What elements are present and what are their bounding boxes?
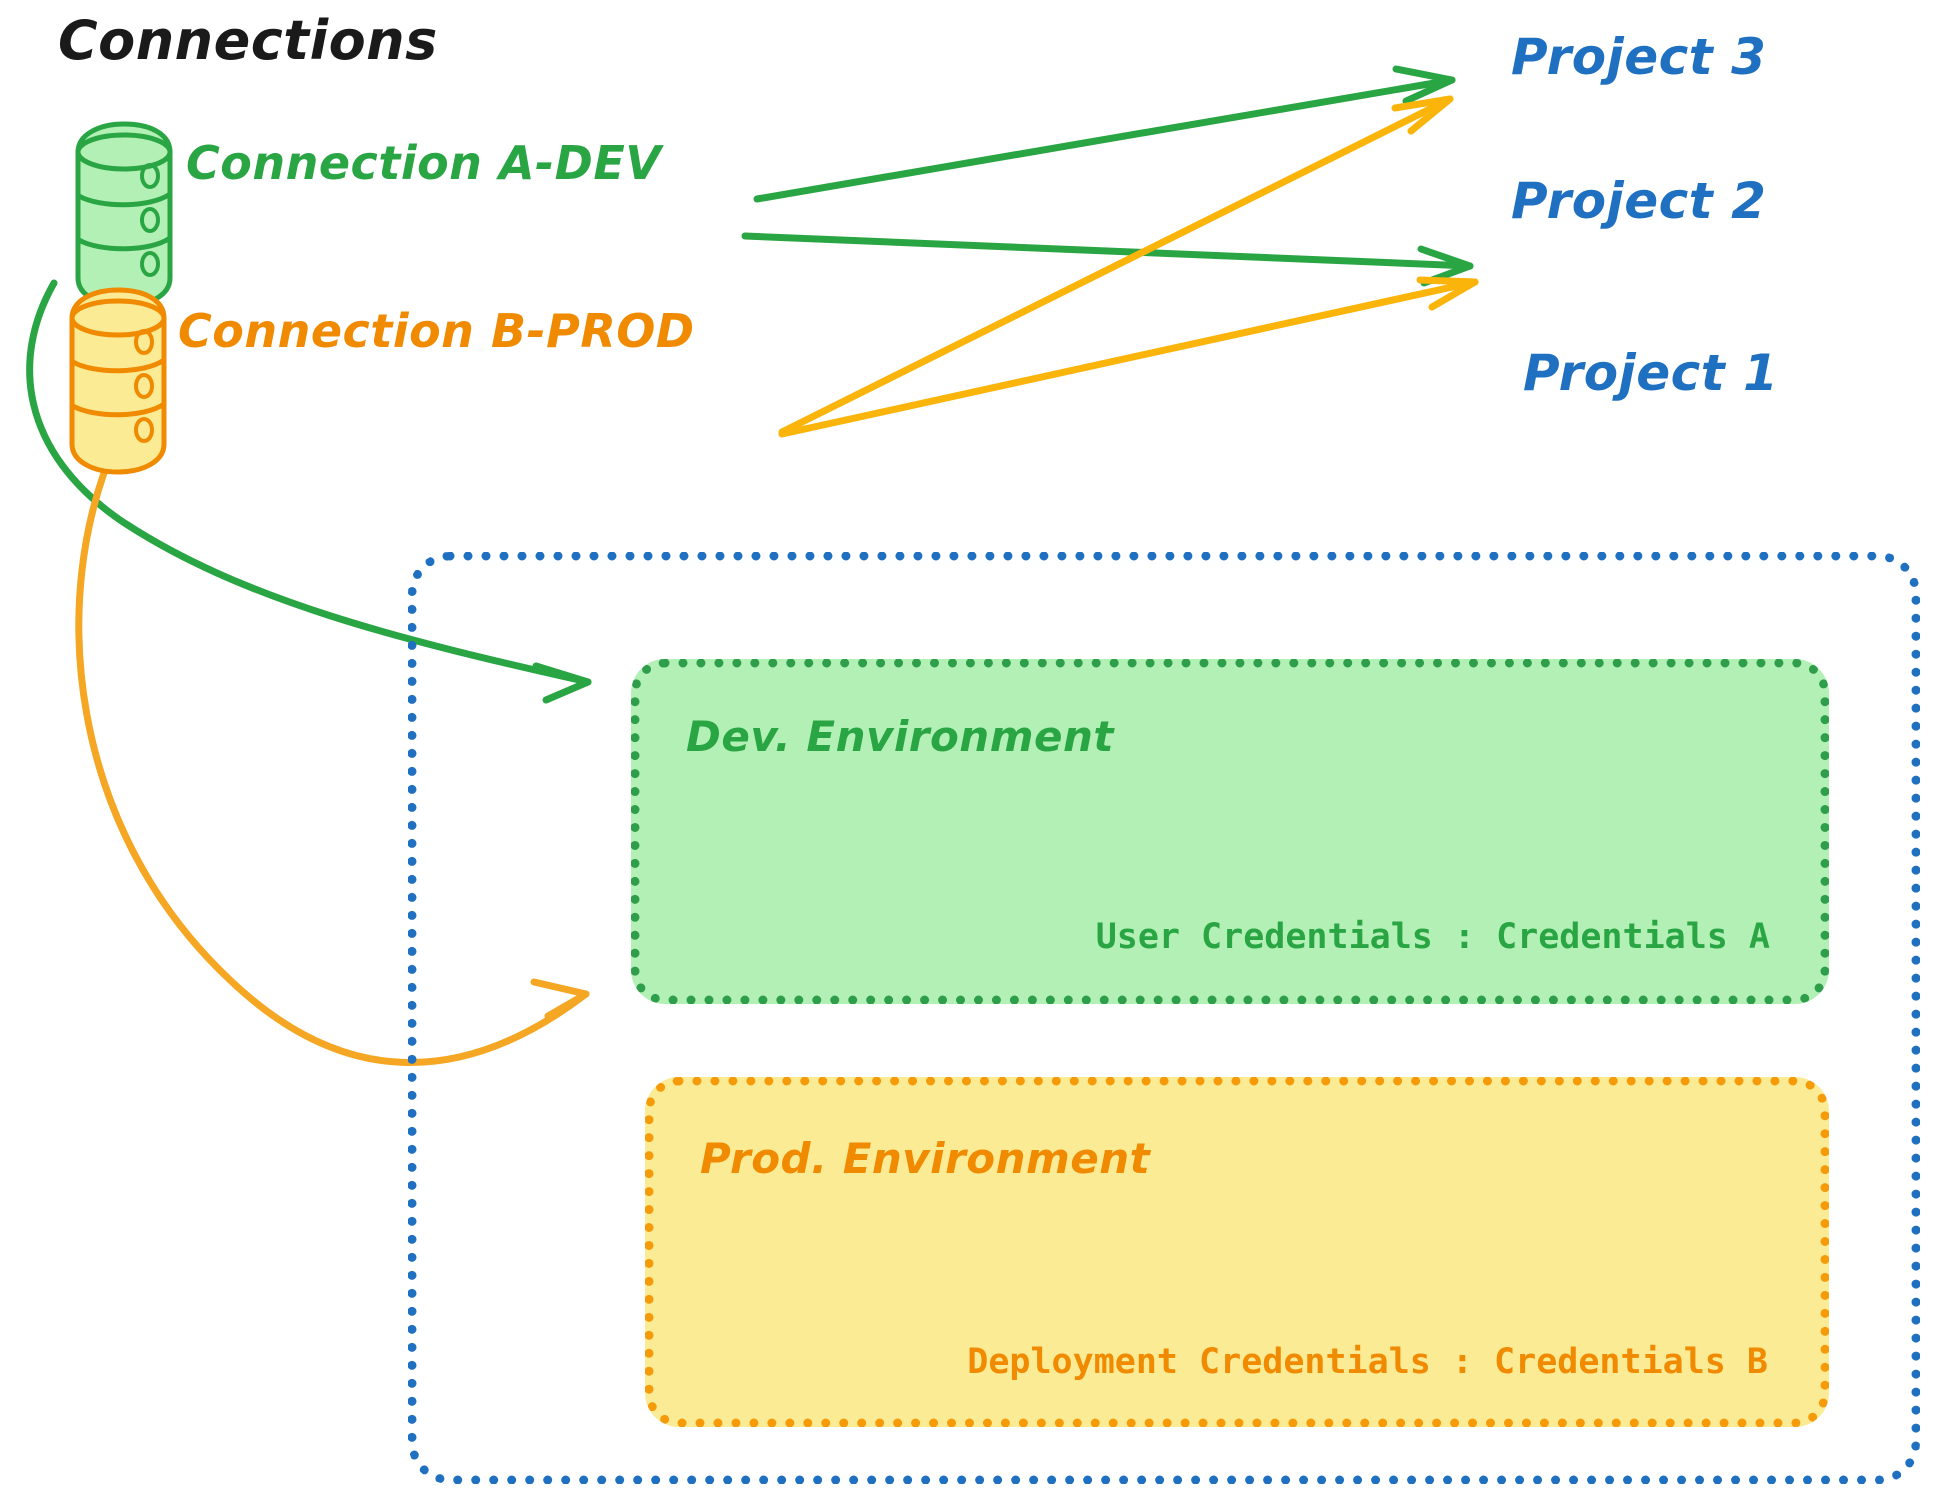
dev-environment-title: Dev. Environment: [686, 712, 1114, 761]
edge-b-prod-to-project-2: [778, 276, 1479, 438]
edge-b-prod-to-prod-environment: [75, 439, 590, 1067]
edge-a-dev-to-project-3: [753, 65, 1456, 203]
database-icon-b-prod: [69, 287, 167, 475]
database-icon-a-dev: [75, 121, 173, 309]
dev-environment-credentials: User Credentials : Credentials A: [1095, 917, 1770, 957]
project-1-label[interactable]: Project 1: [1523, 344, 1779, 402]
edge-a-dev-to-dev-environment: [26, 279, 592, 704]
project-2-label[interactable]: Project 2: [1511, 172, 1767, 230]
edge-b-prod-to-project-3: [778, 95, 1454, 436]
prod-environment-box[interactable]: Prod. Environment Deployment Credentials…: [645, 1077, 1829, 1427]
project-1-container[interactable]: Dev. Environment User Credentials : Cred…: [408, 552, 1920, 1484]
page-title: Connections: [58, 9, 438, 72]
dev-environment-box[interactable]: Dev. Environment User Credentials : Cred…: [631, 659, 1829, 1004]
connection-a-dev-label[interactable]: Connection A-DEV: [186, 136, 662, 190]
prod-environment-title: Prod. Environment: [700, 1134, 1151, 1183]
prod-environment-credentials: Deployment Credentials : Credentials B: [967, 1342, 1768, 1382]
project-3-label[interactable]: Project 3: [1511, 28, 1767, 86]
connection-b-prod-label[interactable]: Connection B-PROD: [178, 304, 695, 358]
